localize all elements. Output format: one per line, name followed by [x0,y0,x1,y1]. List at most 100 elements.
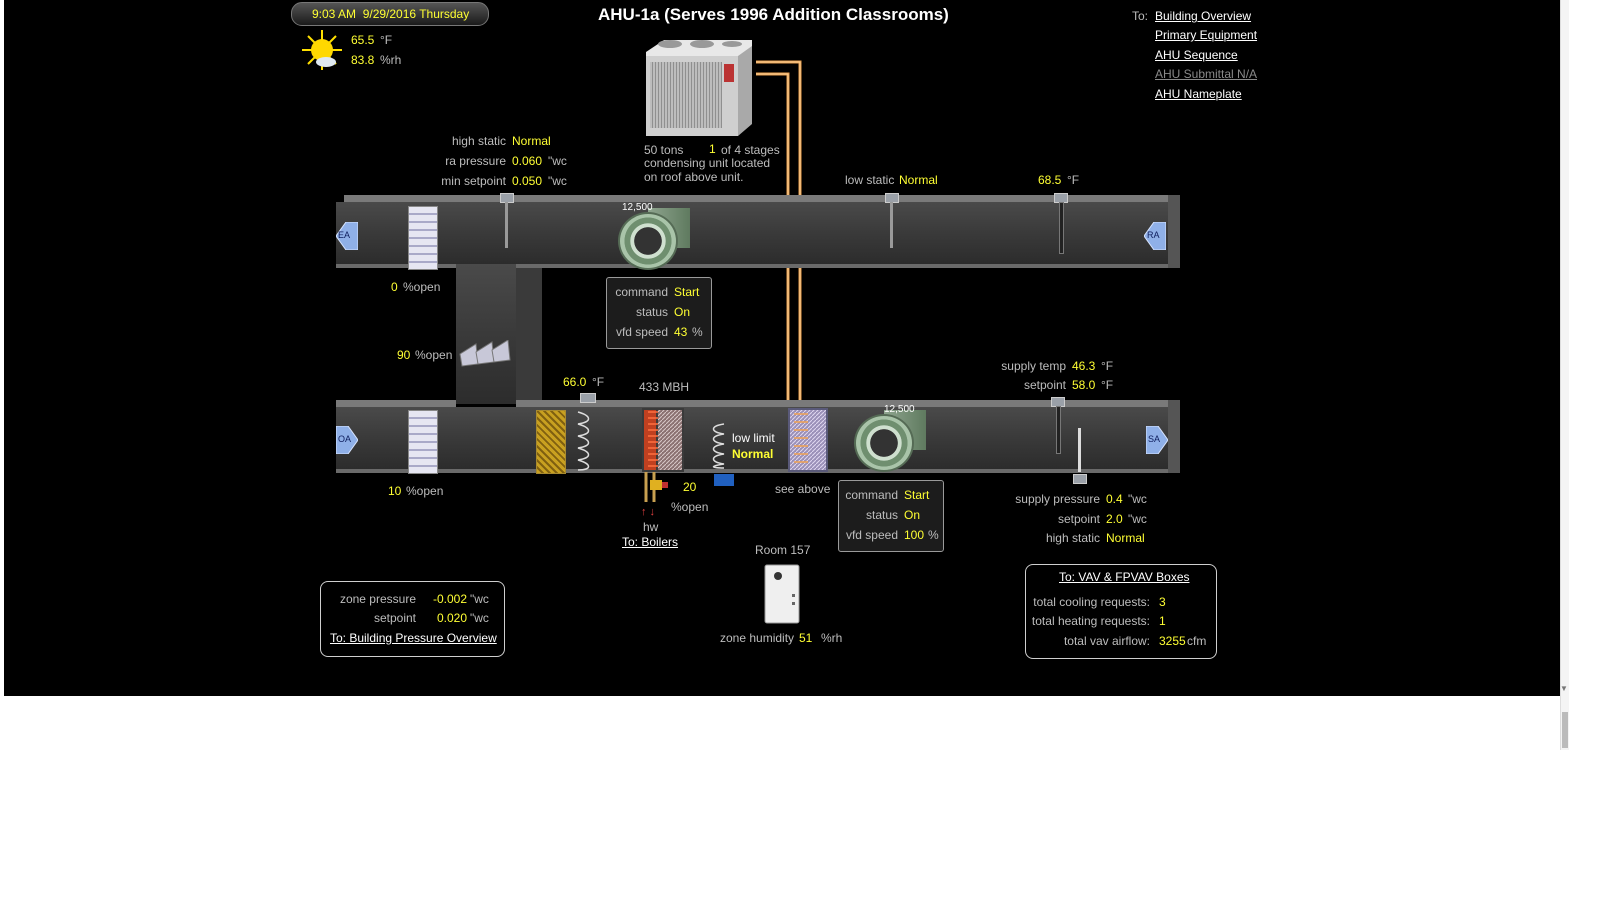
vav-cooling-value: 3 [1159,595,1166,609]
supply-duct-end-cap [1168,400,1180,473]
outdoor-temp-value: 65.5 [351,33,375,47]
mixing-chase [456,264,516,404]
nav-to-label: To: [1132,9,1149,23]
ra-temp-probe [1059,202,1064,254]
supply-fan-command-label: command [845,488,898,502]
supply-pressure-setpoint-label: setpoint [1057,512,1100,526]
return-duct-bottom-edge [336,264,456,268]
hw-valve-value: 20 [683,480,697,494]
return-fan-vfd-unit: % [692,325,703,339]
condenser-tons: 50 tons [644,143,684,157]
scrollbar[interactable] [1560,0,1569,750]
heating-coil[interactable] [642,408,684,472]
low-limit-label: low limit [732,431,775,445]
zone-pressure-setpoint-unit: "wc [470,611,489,625]
sa-arrow-icon[interactable] [1145,425,1169,455]
ra-temp-unit: °F [1067,173,1080,187]
supply-temp-setpoint-value[interactable]: 58.0 [1072,378,1096,392]
return-duct-bottom-edge-right [516,264,1178,268]
hw-valve-unit: %open [671,500,709,514]
oa-damper[interactable] [408,410,438,474]
link-boilers[interactable]: To: Boilers [622,535,679,549]
supply-pressure-label: supply pressure [1015,492,1100,506]
return-duct-end-cap [1168,195,1180,268]
supply-high-static-value: Normal [1106,531,1145,545]
supply-temp-label: supply temp [1001,359,1066,373]
ea-damper[interactable] [408,206,438,270]
hw-valve[interactable] [640,472,670,502]
oa-damper-unit: %open [406,484,444,498]
supply-duct-top-edge [336,400,456,407]
return-fan[interactable]: 12,500 [618,202,690,270]
link-ahu-nameplate[interactable]: AHU Nameplate [1155,87,1242,101]
ea-arrow-label: EA [338,230,351,240]
outdoor-humidity-value: 83.8 [351,53,375,67]
vav-heating-label: total heating requests: [1031,614,1150,628]
ra-min-setpoint-label: min setpoint [441,174,506,188]
supply-fan[interactable]: 12,500 [854,404,926,472]
supply-fan-panel [838,480,944,552]
ra-temp-value: 68.5 [1038,173,1062,187]
return-duct [336,202,1178,264]
scrollbar-down-arrow-icon[interactable]: ▼ [1560,684,1568,693]
low-limit-switch[interactable] [714,474,734,486]
supply-fan-vfd-unit: % [928,528,939,542]
ra-min-setpoint-unit: "wc [548,174,567,188]
zone-pressure-label: zone pressure [339,592,416,606]
link-ahu-submittal[interactable]: AHU Submittal N/A [1155,67,1258,81]
supply-pressure-sensor[interactable] [1073,474,1087,484]
zone-pressure-box [320,581,505,657]
oa-arrow-icon[interactable] [335,425,359,455]
return-fan-vfd-value: 43 [674,325,688,339]
link-building-pressure[interactable]: To: Building Pressure Overview [330,631,497,645]
link-building-overview[interactable]: Building Overview [1155,9,1252,23]
vav-heating-value: 1 [1159,614,1166,628]
supply-pressure-setpoint-unit: "wc [1128,512,1147,526]
ea-damper-unit: %open [403,280,441,294]
ra-low-static-value: Normal [899,173,938,187]
preheat-coil-icon [574,410,592,472]
zone-pressure-setpoint-label: setpoint [373,611,416,625]
outdoor-humidity-unit: %rh [380,53,402,67]
thermostat-icon[interactable] [764,564,800,624]
zone-humidity-label: zone humidity [720,631,795,645]
mix-damper-value: 90 [397,348,411,362]
condenser-stage-value: 1 [709,142,716,156]
ra-low-static-probe [890,202,893,248]
ra-pressure-label: ra pressure [445,154,506,168]
cooling-coil[interactable] [788,408,828,472]
room-name: Room 157 [755,543,811,557]
return-duct-top-edge [344,195,1178,202]
scrollbar-thumb[interactable] [1562,712,1568,748]
supply-fan-vfd-value: 100 [904,528,925,542]
return-fan-command-value[interactable]: Start [674,285,700,299]
supply-fan-command-value[interactable]: Start [904,488,930,502]
link-ahu-sequence[interactable]: AHU Sequence [1155,48,1238,62]
return-fan-wheel [618,212,678,270]
link-primary-equipment[interactable]: Primary Equipment [1155,28,1258,42]
ra-pressure-probe [505,202,508,248]
oa-arrow-label: OA [338,434,352,444]
condenser-stage-text: of 4 stages [721,143,780,157]
supply-pressure-setpoint-value[interactable]: 2.0 [1106,512,1123,526]
clock-display [291,2,489,26]
supply-high-static-label: high static [1045,531,1100,545]
supply-temp-probe [1056,406,1061,454]
supply-duct [336,407,1178,469]
filter[interactable] [536,410,566,474]
supply-pressure-unit: "wc [1128,492,1147,506]
mixed-air-temp-sensor[interactable] [580,393,596,403]
zone-pressure-setpoint-value[interactable]: 0.020 [437,611,468,625]
supply-fan-status-value: On [904,508,921,522]
ra-arrow-label: RA [1147,230,1160,240]
condenser-note-1: condensing unit located [644,156,771,170]
mix-damper[interactable] [458,339,518,368]
condenser-note-2: on roof above unit. [644,170,744,184]
return-fan-vfd-label: vfd speed [615,325,668,339]
supply-duct-top-edge-right [516,400,1178,407]
supply-temp-setpoint-label: setpoint [1023,378,1066,392]
ra-pressure-value: 0.060 [512,154,543,168]
link-vav-boxes[interactable]: To: VAV & FPVAV Boxes [1059,570,1190,584]
supply-temp-value: 46.3 [1072,359,1096,373]
mixing-chase-inner-edge [516,268,542,402]
